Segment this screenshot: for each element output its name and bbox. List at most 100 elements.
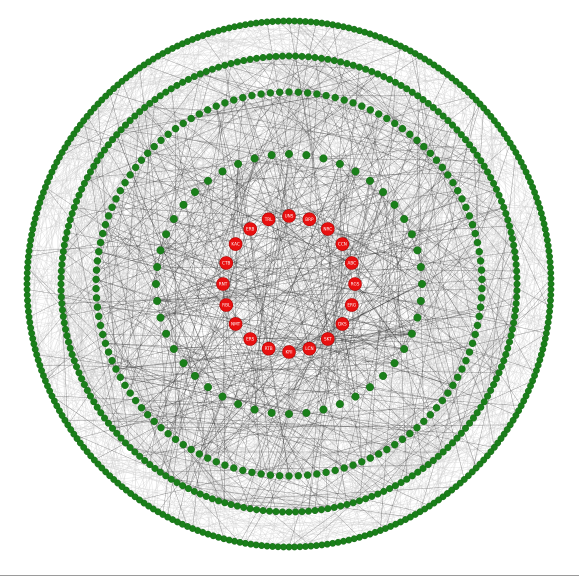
- peripheral-node[interactable]: [465, 212, 474, 220]
- peripheral-node[interactable]: [196, 490, 204, 498]
- peripheral-node[interactable]: [400, 214, 409, 223]
- peripheral-node[interactable]: [413, 313, 422, 322]
- peripheral-node[interactable]: [173, 479, 181, 487]
- peripheral-node[interactable]: [324, 55, 332, 63]
- peripheral-node[interactable]: [391, 119, 399, 128]
- peripheral-node[interactable]: [58, 254, 66, 262]
- peripheral-node[interactable]: [319, 154, 328, 163]
- peripheral-node[interactable]: [311, 53, 319, 61]
- peripheral-node[interactable]: [379, 188, 388, 197]
- peripheral-node[interactable]: [57, 267, 65, 275]
- peripheral-node[interactable]: [506, 222, 514, 230]
- peripheral-node[interactable]: [266, 471, 275, 479]
- peripheral-node[interactable]: [187, 114, 195, 123]
- peripheral-node[interactable]: [62, 235, 70, 243]
- peripheral-node[interactable]: [449, 439, 457, 447]
- peripheral-node[interactable]: [298, 52, 306, 60]
- peripheral-node[interactable]: [150, 142, 158, 151]
- peripheral-node[interactable]: [227, 501, 235, 509]
- peripheral-node[interactable]: [429, 103, 437, 111]
- peripheral-node[interactable]: [424, 461, 432, 469]
- peripheral-node[interactable]: [92, 284, 100, 293]
- peripheral-node[interactable]: [167, 85, 175, 93]
- peripheral-node[interactable]: [507, 332, 515, 340]
- core-node[interactable]: KAC: [228, 237, 243, 251]
- peripheral-node[interactable]: [126, 389, 134, 397]
- peripheral-node[interactable]: [458, 365, 466, 373]
- peripheral-node[interactable]: [150, 417, 158, 426]
- peripheral-node[interactable]: [248, 468, 256, 477]
- peripheral-node[interactable]: [492, 375, 500, 383]
- peripheral-node[interactable]: [418, 280, 427, 289]
- peripheral-node[interactable]: [137, 404, 146, 412]
- peripheral-node[interactable]: [95, 247, 103, 256]
- peripheral-node[interactable]: [429, 457, 437, 465]
- peripheral-node[interactable]: [141, 103, 149, 111]
- peripheral-node[interactable]: [351, 392, 360, 401]
- core-node[interactable]: SKT: [320, 332, 335, 346]
- peripheral-node[interactable]: [386, 75, 394, 83]
- peripheral-node[interactable]: [398, 124, 407, 133]
- peripheral-node[interactable]: [477, 294, 486, 302]
- peripheral-node[interactable]: [156, 92, 164, 100]
- peripheral-node[interactable]: [511, 248, 519, 256]
- peripheral-node[interactable]: [512, 260, 520, 268]
- peripheral-node[interactable]: [234, 159, 243, 168]
- peripheral-node[interactable]: [390, 200, 399, 209]
- core-node-circle[interactable]: [219, 298, 234, 312]
- peripheral-node[interactable]: [280, 17, 287, 25]
- peripheral-node[interactable]: [57, 293, 65, 301]
- core-node-circle[interactable]: [282, 345, 296, 359]
- peripheral-node[interactable]: [195, 450, 204, 458]
- peripheral-node[interactable]: [484, 392, 492, 400]
- peripheral-node[interactable]: [58, 300, 66, 308]
- peripheral-node[interactable]: [337, 502, 345, 510]
- peripheral-node[interactable]: [179, 482, 187, 490]
- peripheral-node[interactable]: [502, 350, 510, 358]
- peripheral-node[interactable]: [83, 174, 91, 182]
- peripheral-node[interactable]: [267, 151, 276, 160]
- peripheral-node[interactable]: [495, 369, 503, 377]
- peripheral-node[interactable]: [407, 329, 416, 338]
- peripheral-node[interactable]: [477, 403, 485, 411]
- peripheral-node[interactable]: [510, 319, 518, 327]
- peripheral-node[interactable]: [156, 313, 165, 322]
- core-node-circle[interactable]: [302, 341, 317, 356]
- peripheral-node[interactable]: [153, 296, 162, 305]
- peripheral-node[interactable]: [414, 92, 422, 100]
- peripheral-node[interactable]: [340, 96, 348, 104]
- core-node-circle[interactable]: [344, 256, 359, 270]
- peripheral-node[interactable]: [513, 280, 521, 288]
- peripheral-node[interactable]: [167, 475, 175, 483]
- peripheral-node[interactable]: [151, 464, 159, 472]
- core-node-circle[interactable]: [282, 209, 296, 223]
- peripheral-node[interactable]: [250, 405, 259, 414]
- peripheral-node[interactable]: [335, 159, 344, 168]
- peripheral-node[interactable]: [272, 508, 280, 516]
- peripheral-node[interactable]: [151, 280, 160, 289]
- peripheral-node[interactable]: [99, 330, 107, 339]
- peripheral-node[interactable]: [90, 162, 98, 170]
- peripheral-node[interactable]: [63, 228, 71, 236]
- peripheral-node[interactable]: [169, 345, 178, 354]
- peripheral-node[interactable]: [117, 126, 125, 134]
- core-node[interactable]: UNS: [282, 209, 296, 223]
- core-node[interactable]: TRL: [261, 212, 276, 227]
- peripheral-node[interactable]: [438, 396, 447, 405]
- peripheral-node[interactable]: [513, 293, 521, 301]
- peripheral-node[interactable]: [322, 468, 330, 477]
- peripheral-node[interactable]: [500, 357, 508, 365]
- peripheral-node[interactable]: [131, 448, 139, 456]
- peripheral-node[interactable]: [187, 445, 195, 454]
- peripheral-node[interactable]: [171, 124, 180, 133]
- peripheral-node[interactable]: [349, 99, 357, 107]
- peripheral-node[interactable]: [171, 435, 180, 444]
- peripheral-node[interactable]: [511, 312, 519, 320]
- peripheral-node[interactable]: [426, 149, 435, 157]
- core-node[interactable]: RNT: [216, 277, 230, 291]
- peripheral-node[interactable]: [230, 464, 238, 472]
- peripheral-node[interactable]: [379, 371, 388, 380]
- peripheral-node[interactable]: [215, 63, 223, 71]
- peripheral-node[interactable]: [397, 81, 405, 89]
- peripheral-node[interactable]: [95, 312, 103, 321]
